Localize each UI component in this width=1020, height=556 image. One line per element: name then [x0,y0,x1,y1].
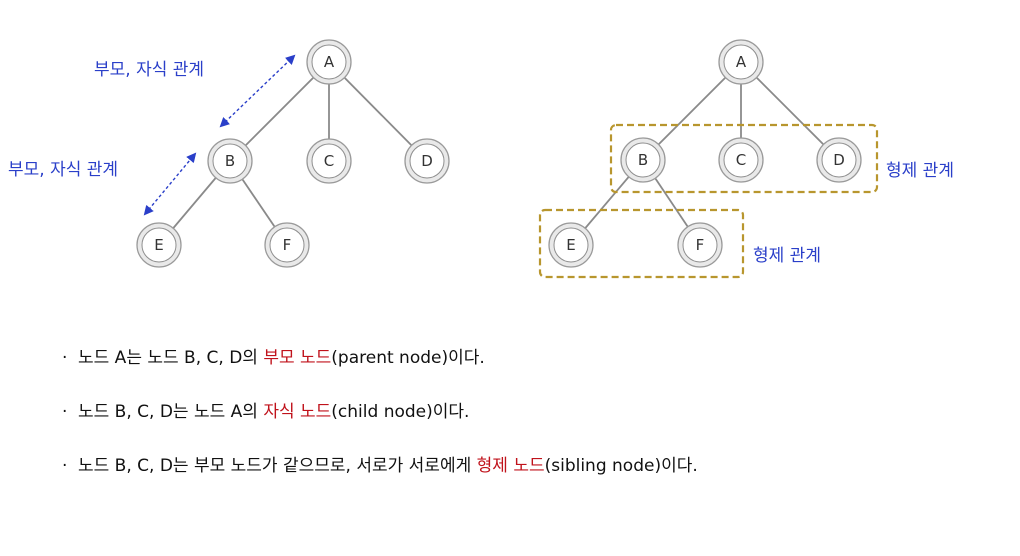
node-d: D [816,137,862,183]
edge-a-b [642,61,742,161]
node-c: C [306,138,352,184]
left-tree-edges [158,61,428,246]
left-tree-nodes: A B C D E F [136,39,450,268]
svg-text:E: E [566,236,575,254]
node-b: B [207,138,253,184]
bullet-text: 노드 A는 노드 B, C, D의 [78,348,264,368]
node-a: A [306,39,352,85]
parent-child-arrow-left [143,152,197,216]
node-f: F [677,222,723,268]
bullet-dot: · [62,456,68,476]
node-c: C [718,137,764,183]
parent-child-label-left: 부모, 자식 관계 [8,160,118,180]
bullet-child-node: · 노드 B, C, D는 노드 A의 자식 노드(child node)이다. [62,404,698,433]
sibling-label-ef: 형제 관계 [753,246,821,266]
right-tree-nodes: A B C D E F [548,39,862,268]
svg-text:D: D [833,151,845,169]
bullet-text: 노드 B, C, D는 부모 노드가 같으므로, 서로가 서로에게 [78,456,477,476]
right-tree-edges [570,61,840,246]
edge-a-d [740,61,840,161]
svg-text:C: C [324,152,334,170]
node-a: A [718,39,764,85]
sibling-label-bcd: 형제 관계 [886,161,954,181]
bullet-text-end: (child node)이다. [331,402,470,422]
bullet-list: · 노드 A는 노드 B, C, D의 부모 노드(parent node)이다.… [62,350,698,512]
parent-child-label-top: 부모, 자식 관계 [94,60,204,80]
node-e: E [136,222,182,268]
node-f: F [264,222,310,268]
node-b: B [620,137,666,183]
bullet-text-end: (sibling node)이다. [544,456,698,476]
svg-text:D: D [421,152,433,170]
tree-diagram: A B C D E F 부모, 자식 관계 부모, 자식 관계 [8,39,954,279]
svg-text:F: F [696,236,705,254]
svg-text:E: E [154,236,163,254]
parent-child-arrow-top [219,54,296,128]
bullet-dot: · [62,402,68,422]
svg-text:B: B [638,151,648,169]
bullet-sibling-node: · 노드 B, C, D는 부모 노드가 같으므로, 서로가 서로에게 형제 노드… [62,458,698,487]
node-e: E [548,222,594,268]
svg-text:A: A [736,53,747,71]
bullet-text: 노드 B, C, D는 노드 A의 [78,402,264,422]
svg-text:A: A [324,53,335,71]
bullet-text-end: (parent node)이다. [331,348,485,368]
bullet-dot: · [62,348,68,368]
highlight-term: 자식 노드 [263,402,332,422]
sibling-group-box-bcd [609,123,879,194]
svg-text:F: F [283,236,292,254]
bullet-parent-node: · 노드 A는 노드 B, C, D의 부모 노드(parent node)이다. [62,350,698,379]
svg-text:C: C [736,151,746,169]
highlight-term: 형제 노드 [476,456,545,476]
edge-a-d [328,61,428,162]
svg-text:B: B [225,152,235,170]
highlight-term: 부모 노드 [263,348,332,368]
node-d: D [404,138,450,184]
